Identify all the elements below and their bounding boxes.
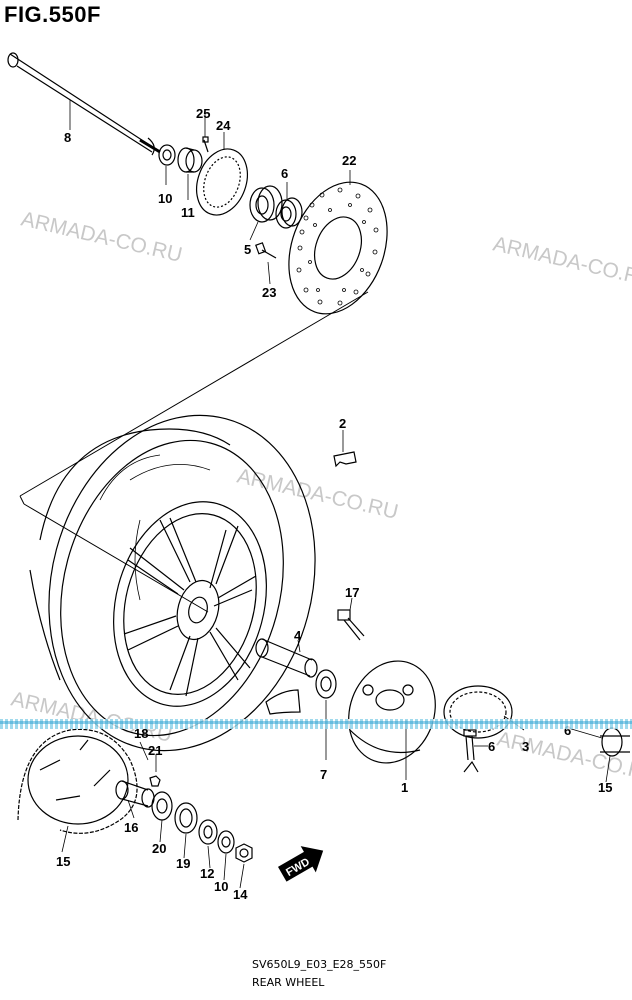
scan-artifact-stripe [0, 719, 632, 729]
sprocket-carrier [348, 660, 436, 764]
bearing [315, 669, 337, 699]
bolt [202, 136, 209, 153]
washer [158, 144, 176, 166]
watermark-text: ARMADA-CO.RU [235, 464, 400, 523]
damper [265, 689, 301, 715]
callout-label: 23 [262, 285, 276, 300]
wheel-rim [113, 501, 267, 707]
figure-title: FIG.550F [4, 2, 101, 27]
fwd-label: FWD [284, 856, 312, 879]
small-nut [149, 775, 161, 787]
rear-tire [29, 414, 316, 752]
figure-code: SV650L9_E03_E28_550F [252, 958, 387, 971]
sprocket-nut [600, 727, 630, 757]
callout-label: 24 [216, 118, 231, 133]
callout-label: 4 [294, 628, 302, 643]
callout-label: 6 [564, 723, 571, 738]
scan-artifact-line [0, 721, 632, 724]
fwd-arrow: FWD [277, 846, 324, 882]
collar [198, 819, 218, 845]
callout-label: 17 [345, 585, 359, 600]
callout-label: 1 [401, 780, 408, 795]
oil-seal [174, 802, 198, 834]
callout-label: 15 [56, 854, 70, 869]
watermark-text: ARMADA-CO.RU [19, 207, 184, 266]
callout-label: 25 [196, 106, 210, 121]
spacer-clip [333, 451, 357, 468]
callout-label: 21 [148, 743, 162, 758]
bolt [255, 242, 277, 259]
callout-label: 11 [181, 205, 195, 220]
sleeve [255, 638, 318, 678]
collar [177, 147, 203, 173]
rear-sprocket [443, 685, 513, 739]
washer [217, 830, 235, 854]
callout-label: 19 [176, 856, 190, 871]
callout-label: 20 [152, 841, 166, 856]
bearing [151, 791, 173, 821]
front-sprocket [17, 728, 138, 834]
callout-label: 7 [320, 767, 327, 782]
callout-label: 18 [134, 726, 148, 741]
callout-label: 22 [342, 153, 356, 168]
callout-label: 10 [214, 879, 228, 894]
bearing [275, 197, 303, 229]
bolt [337, 609, 365, 641]
callout-label: 3 [522, 739, 529, 754]
air-valve [463, 729, 479, 773]
callout-label: 5 [244, 242, 251, 257]
sensor-ring [196, 148, 248, 216]
watermark-text: ARMADA-CO.RU [491, 232, 632, 291]
callout-label: 12 [200, 866, 214, 881]
callout-label: 6 [281, 166, 288, 181]
callout-label: 10 [158, 191, 172, 206]
axle [7, 52, 161, 156]
figure-name: REAR WHEEL [252, 976, 325, 989]
callout-label: 16 [124, 820, 138, 835]
callout-label: 6 [488, 739, 495, 754]
callout-label: 15 [598, 780, 612, 795]
callout-label: 2 [339, 416, 346, 431]
bearing [249, 185, 283, 223]
leader-bracket [19, 291, 369, 613]
callout-label: 14 [233, 887, 248, 902]
axle-nut [235, 843, 253, 863]
callout-label: 8 [64, 130, 71, 145]
brake-disc [288, 181, 388, 315]
axle-sleeve [115, 780, 155, 808]
